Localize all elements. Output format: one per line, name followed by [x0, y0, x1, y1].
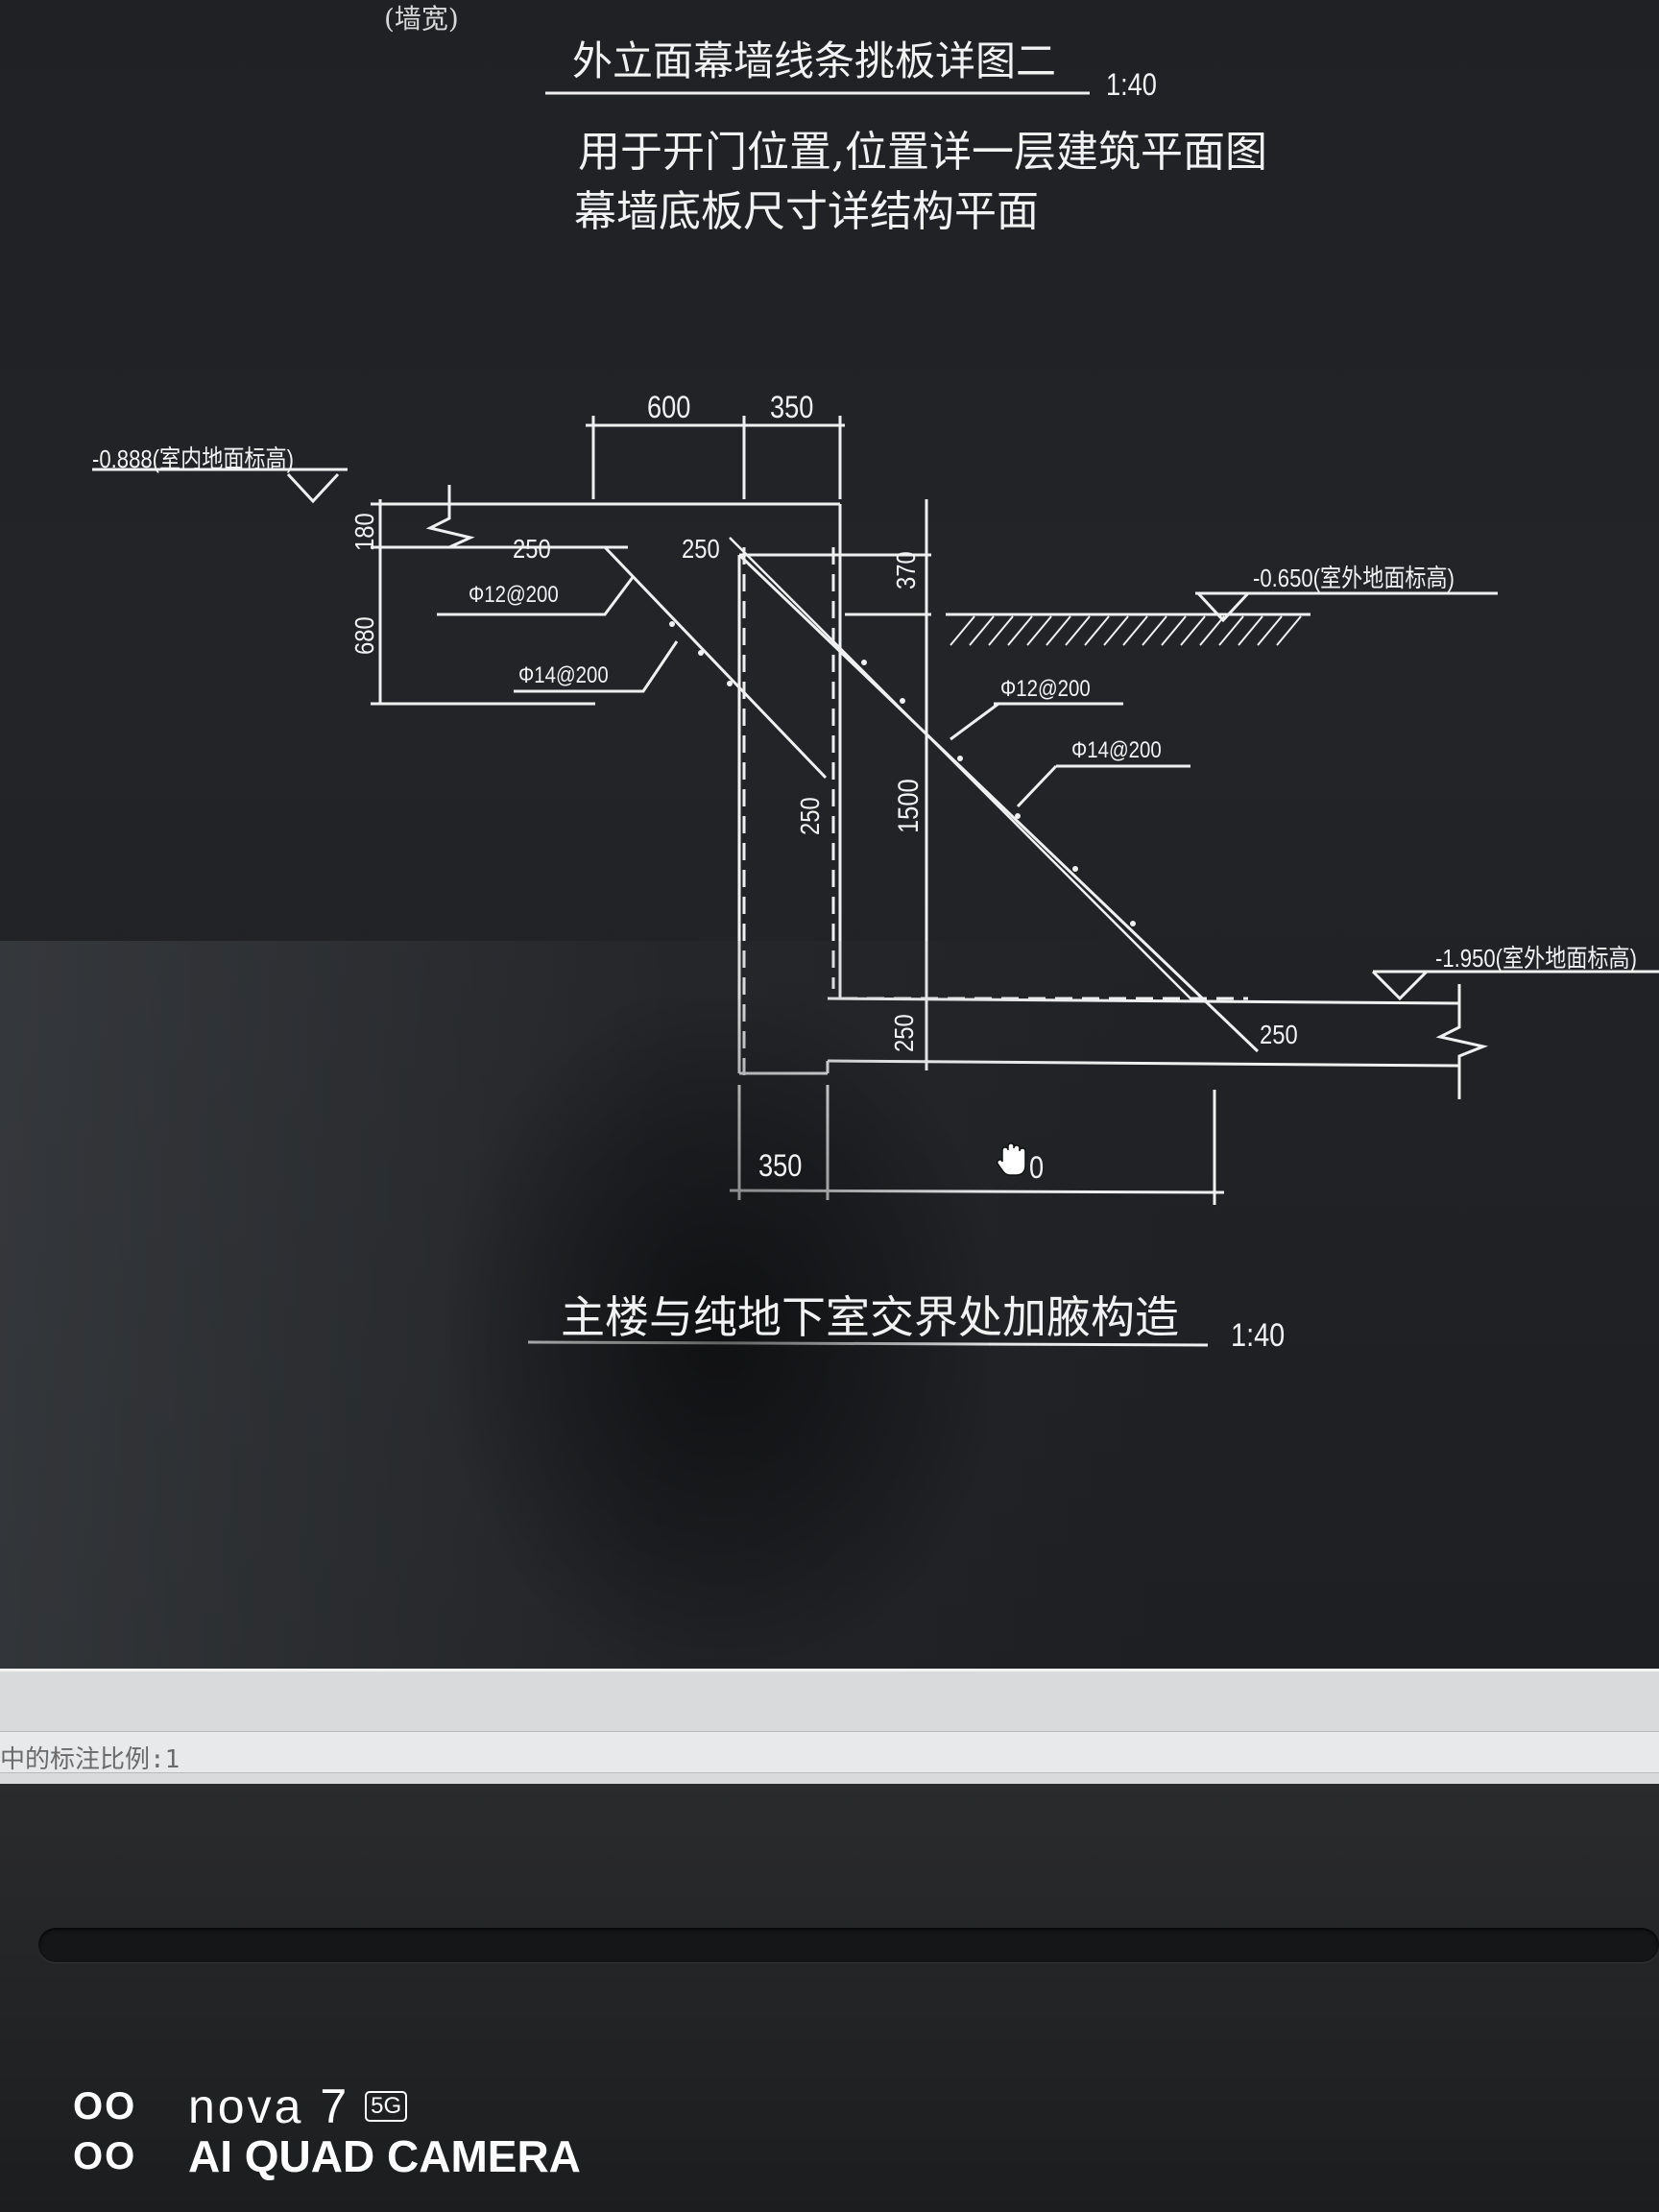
watermark-5g-badge: 5G [365, 2091, 408, 2122]
monitor-bezel [0, 1784, 1659, 2212]
right-lower-elevation-label: -1.950(室外地面标高) [1435, 944, 1637, 973]
dim-bottom-250-horizontal: 250 [1260, 1020, 1298, 1049]
detail-scale: 1:40 [1106, 67, 1157, 102]
left-elevation-label: -0.888(室内地面标高) [92, 445, 294, 473]
dim-top-600: 600 [647, 390, 691, 424]
watermark-camera: AI QUAD CAMERA [188, 2131, 581, 2181]
dim-inner-250-a: 250 [513, 534, 551, 564]
dim-bottom-obscured: 0 [1029, 1150, 1045, 1185]
top-caption-partial: (墙宽) [384, 3, 459, 35]
detail-title: 外立面幕墙线条挑板详图二 [572, 37, 1057, 84]
dim-top-350: 350 [770, 390, 814, 424]
hand-pointer-icon [993, 1141, 1031, 1179]
watermark-logo-dots: OO [73, 2084, 137, 2128]
camera-watermark: OO nova 7 5G OO AI QUAD CAMERA [73, 2080, 581, 2181]
dim-left-680: 680 [349, 616, 379, 655]
dim-left-180: 180 [349, 513, 379, 551]
command-line[interactable]: 中的标注比例:1 [0, 1731, 1659, 1774]
note-line-2: 幕墙底板尺寸详结构平面 [574, 187, 1039, 236]
cad-drawing [92, 91, 1659, 1347]
rebar-left-upper: Φ12@200 [469, 582, 559, 608]
right-upper-elevation-label: -0.650(室外地面标高) [1253, 564, 1455, 592]
dim-mid-250-vertical: 250 [795, 797, 825, 835]
dim-right-370: 370 [891, 551, 921, 589]
main-title: 主楼与纯地下室交界处加腋构造 [561, 1291, 1179, 1343]
dim-bottom-250-vertical: 250 [889, 1014, 919, 1052]
main-scale: 1:40 [1231, 1317, 1286, 1354]
command-line-text: 中的标注比例:1 [0, 1745, 180, 1774]
cad-viewport[interactable]: (墙宽) 外立面幕墙线条挑板详图二 1:40 用于开门位置,位置详一层建筑平面图… [0, 0, 1659, 1669]
bezel-groove [38, 1928, 1659, 1962]
dim-mid-1500: 1500 [893, 779, 925, 833]
watermark-logo-dots-2: OO [73, 2134, 137, 2177]
note-line-1: 用于开门位置,位置详一层建筑平面图 [578, 128, 1267, 177]
dim-bottom-350: 350 [758, 1148, 803, 1183]
command-bar: 中的标注比例:1 [0, 1669, 1659, 1787]
dim-inner-250-b: 250 [682, 534, 720, 564]
rebar-left-lower: Φ14@200 [518, 662, 609, 688]
rebar-right-lower: Φ14@200 [1071, 737, 1162, 763]
rebar-right-upper: Φ12@200 [1000, 676, 1091, 702]
watermark-brand: nova 7 [188, 2080, 350, 2133]
